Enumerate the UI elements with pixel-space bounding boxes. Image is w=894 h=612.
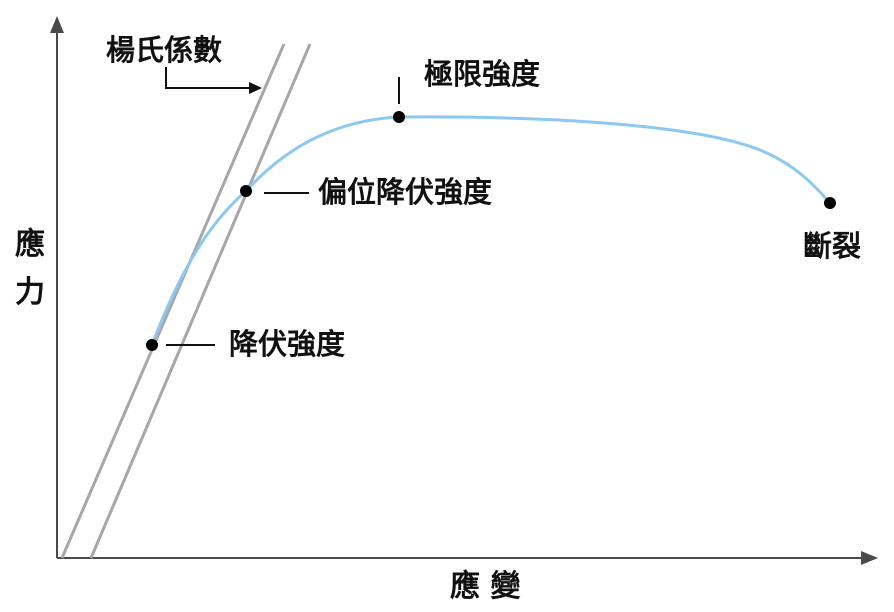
axis-labels: 應 力 應 變: [15, 227, 520, 604]
leader-lines: [165, 67, 400, 346]
modulus-line-2: [89, 43, 312, 559]
stress-strain-curve: [150, 115, 832, 346]
youngs-modulus-leader: [165, 67, 253, 89]
modulus-line-1: [60, 43, 286, 559]
y-axis-label-char-1: 應: [15, 227, 45, 262]
yield-point: [146, 339, 158, 351]
offset-yield-strength-label: 偏位降伏強度: [318, 175, 492, 209]
youngs-modulus-label: 楊氏係數: [106, 33, 222, 67]
x-axis-label: 應 變: [450, 569, 520, 604]
youngs-modulus-lines: [60, 43, 312, 559]
fracture-point: [824, 197, 836, 209]
y-axis-arrow: [50, 16, 64, 33]
axes: [50, 16, 878, 565]
yield-strength-label: 降伏強度: [229, 327, 345, 361]
offset-yield-point: [240, 185, 252, 197]
y-axis-label-char-2: 力: [15, 275, 45, 310]
ultimate-strength-label: 極限強度: [424, 57, 540, 91]
youngs-modulus-leader-arrow: [249, 82, 262, 94]
ultimate-strength-point: [393, 111, 405, 123]
x-axis-arrow: [861, 551, 878, 565]
diagram-labels: 楊氏係數 極限強度 偏位降伏強度 降伏強度 斷裂: [106, 33, 861, 361]
curve-points: [146, 111, 836, 351]
fracture-label: 斷裂: [803, 229, 861, 263]
